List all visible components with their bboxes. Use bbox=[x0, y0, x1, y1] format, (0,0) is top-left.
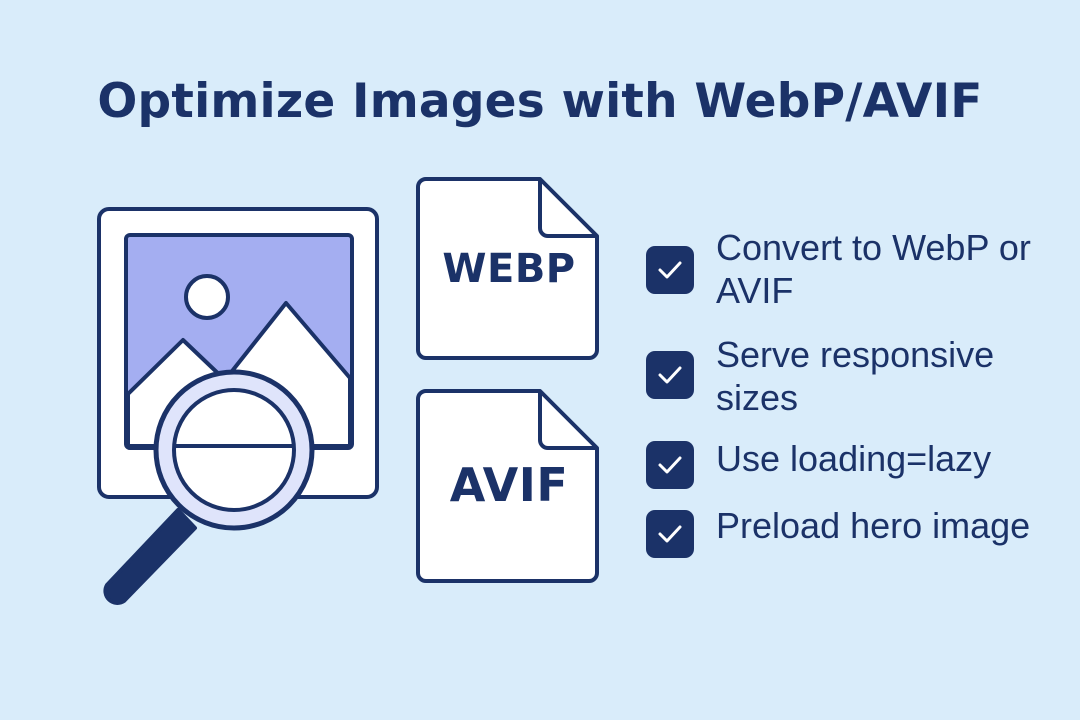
checklist-item-text: Use loading=lazy bbox=[716, 438, 992, 479]
checkbox-checked-icon bbox=[646, 246, 694, 294]
avif-label: AVIF bbox=[449, 458, 569, 512]
checklist-item: Use loading=lazy bbox=[646, 437, 1066, 489]
page-title: Optimize Images with WebP/AVIF bbox=[97, 74, 983, 129]
checklist-item-text: Serve responsive sizes bbox=[716, 334, 995, 418]
checklist: Convert to WebP or AVIF Serve responsive… bbox=[646, 226, 1066, 558]
checklist-item: Serve responsive sizes bbox=[646, 333, 1066, 419]
checklist-item: Convert to WebP or AVIF bbox=[646, 226, 1066, 312]
checkbox-checked-icon bbox=[646, 351, 694, 399]
checkbox-checked-icon bbox=[646, 441, 694, 489]
image-frame-icon bbox=[97, 207, 379, 499]
webp-label: WEBP bbox=[442, 246, 576, 292]
checkbox-checked-icon bbox=[646, 510, 694, 558]
magnifying-glass-icon bbox=[103, 369, 315, 605]
checklist-item: Preload hero image bbox=[646, 504, 1066, 558]
checklist-item-text: Convert to WebP or AVIF bbox=[716, 227, 1031, 311]
checklist-item-text: Preload hero image bbox=[716, 505, 1031, 546]
